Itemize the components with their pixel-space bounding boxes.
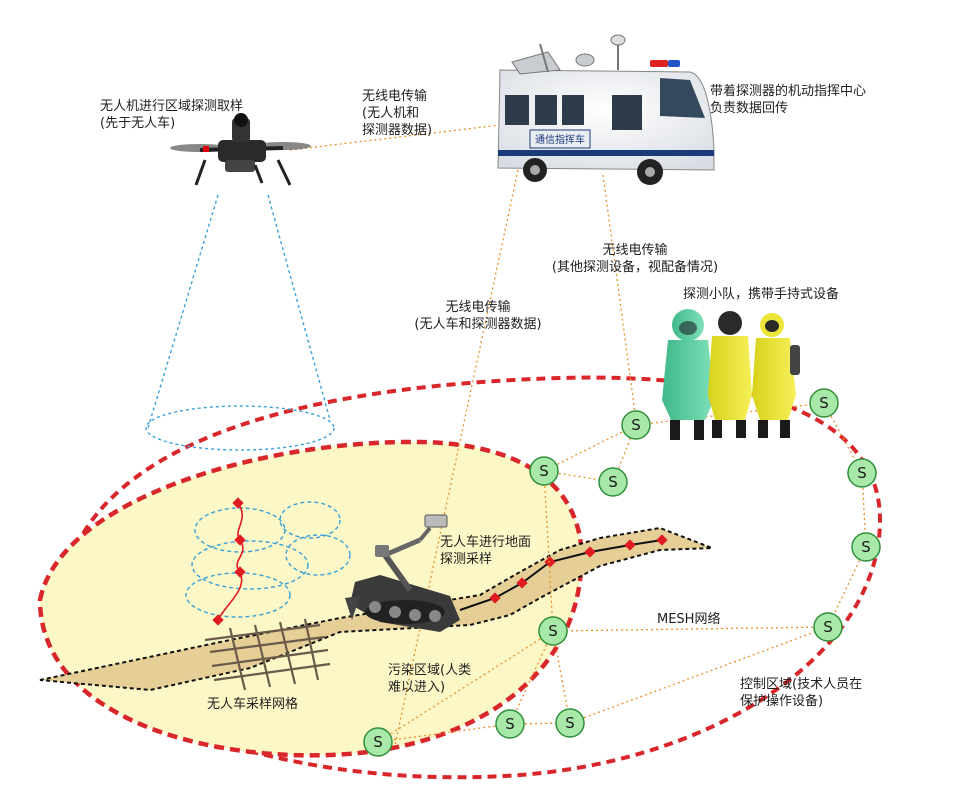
radio-links <box>289 124 637 746</box>
robot-label: 无人车进行地面 探测采样 <box>440 534 531 568</box>
robot-label-line1: 无人车进行地面 <box>440 535 532 550</box>
svg-text:S: S <box>539 462 549 480</box>
radio-label-other-line2: (其他探测设备，视配备情况) <box>551 260 719 275</box>
truck-sign: 通信指挥车 <box>535 133 585 146</box>
truck-label-line1: 带着探测器的机动指挥中心 <box>710 84 867 99</box>
sensor-node: S <box>529 456 559 486</box>
sensor-node: S <box>621 410 651 440</box>
control-label-line2: 保护操作设备) <box>740 694 824 709</box>
sensor-nodes: S S S S S S S S S S S <box>363 388 881 757</box>
drone-scan-cone <box>145 194 335 451</box>
radio-label-drone: 无线电传输 (无人机和 探测器数据) <box>362 88 432 139</box>
control-label-line1: 控制区域(技术人员在 <box>740 677 863 692</box>
svg-text:S: S <box>548 622 558 640</box>
radio-label-drone-line1: 无线电传输 <box>362 89 428 104</box>
drone-label-sub: (先于无人车) <box>100 116 176 131</box>
robot-label-line2: 探测采样 <box>440 552 493 567</box>
sensor-node: S <box>809 388 839 418</box>
svg-text:S: S <box>823 618 833 636</box>
svg-text:S: S <box>819 394 829 412</box>
svg-text:S: S <box>608 473 618 491</box>
command-truck-icon: 通信指挥车 <box>497 34 715 185</box>
drone-icon <box>170 113 311 186</box>
svg-text:S: S <box>857 464 867 482</box>
svg-text:S: S <box>565 714 575 732</box>
grid-label: 无人车采样网格 <box>207 697 299 712</box>
sensor-node: S <box>555 708 585 738</box>
svg-text:S: S <box>631 416 641 434</box>
control-label: 控制区域(技术人员在 保护操作设备) <box>740 676 862 710</box>
hazmat-team-icon <box>662 309 800 440</box>
pollution-label-line1: 污染区域(人类 <box>388 663 472 678</box>
mesh-label: MESH网络 <box>657 612 721 627</box>
sensor-node: S <box>538 616 568 646</box>
drone-label: 无人机进行区域探测取样 (先于无人车) <box>100 98 243 132</box>
sampling-grid <box>204 618 331 691</box>
svg-text:S: S <box>373 733 383 751</box>
ground-robot-icon <box>345 514 460 632</box>
team-label: 探测小队，携带手持式设备 <box>683 287 840 302</box>
radio-label-other: 无线电传输 (其他探测设备，视配备情况) <box>535 242 735 276</box>
ground-path <box>39 526 713 692</box>
drone-label-title: 无人机进行区域探测取样 <box>100 99 244 114</box>
svg-text:S: S <box>505 715 515 733</box>
radio-label-robot-line2: (无人车和探测器数据) <box>414 317 542 332</box>
truck-label: 带着探测器的机动指挥中心 负责数据回传 <box>710 83 866 117</box>
svg-text:S: S <box>861 538 871 556</box>
sensor-node: S <box>598 467 628 497</box>
drone-sample-path <box>212 497 246 626</box>
sensor-node: S <box>813 612 843 642</box>
radio-label-drone-line3: 探测器数据) <box>362 123 433 138</box>
truck-label-line2: 负责数据回传 <box>710 101 789 116</box>
robot-sample-path <box>459 534 668 611</box>
sensor-node: S <box>847 458 877 488</box>
sensor-node: S <box>851 532 881 562</box>
radio-label-other-line1: 无线电传输 <box>602 243 668 258</box>
pollution-label-line2: 难以进入) <box>388 680 446 695</box>
sensor-node: S <box>363 727 393 757</box>
radio-label-robot-line1: 无线电传输 <box>445 300 511 315</box>
sensor-node: S <box>495 709 525 739</box>
pollution-label: 污染区域(人类 难以进入) <box>388 662 471 696</box>
radio-label-robot: 无线电传输 (无人车和探测器数据) <box>393 299 563 333</box>
radio-label-drone-line2: (无人机和 <box>362 106 420 121</box>
